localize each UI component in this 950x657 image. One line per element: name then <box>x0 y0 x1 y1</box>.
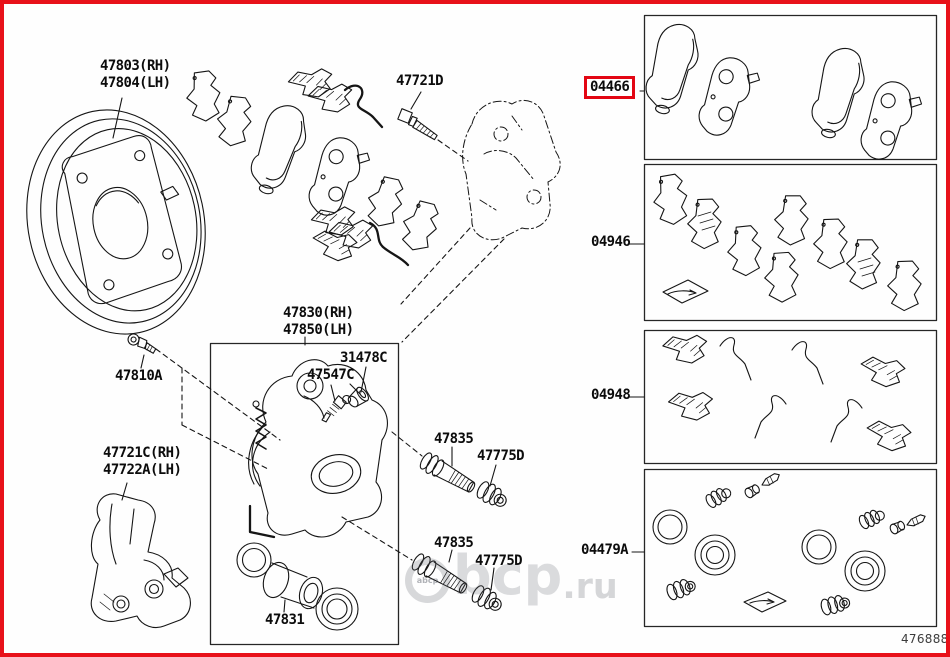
piston-drawing <box>262 561 324 610</box>
callout-cylinder-mounting[interactable]: 47721C(RH) 47722A(LH) <box>103 445 182 478</box>
shim-kit-box <box>643 163 938 322</box>
callout-bleeder-plug[interactable]: 47810A <box>115 368 163 384</box>
bleeder-cap-drawing <box>347 386 370 408</box>
dust-cover-drawing <box>26 109 206 335</box>
phantom-bracket-drawing <box>462 100 561 241</box>
callout-dust-cover[interactable]: 47803(RH) 47804(LH) <box>100 58 171 91</box>
slide-pin-lower-drawing <box>408 550 472 599</box>
shim-kit-contents <box>651 171 929 315</box>
pad-shim-cluster <box>183 65 449 267</box>
callout-dust-cover-rh: 47803(RH) <box>100 58 171 74</box>
cylinder-kit-contents <box>652 473 926 616</box>
pin-boot-upper-drawing <box>473 478 512 512</box>
bleeder-plug-drawing <box>127 333 157 354</box>
pin-boot-lower-drawing <box>468 582 507 616</box>
callout-slide-pin-lower[interactable]: 47835 <box>434 535 474 551</box>
diagram-artwork <box>26 14 938 646</box>
fitting-kit-contents <box>661 332 913 453</box>
mounting-bracket-drawing <box>90 493 191 629</box>
piston-seal-drawing <box>236 542 272 578</box>
slide-pin-upper-drawing <box>416 449 480 498</box>
caliper-body-drawing <box>248 359 388 539</box>
callout-pin-boot-upper[interactable]: 47775D <box>477 448 525 464</box>
bleeder-screw-drawing <box>321 394 352 423</box>
callout-piston[interactable]: 47831 <box>265 612 305 628</box>
callout-pin-boot-lower[interactable]: 47775D <box>475 553 523 569</box>
callout-slide-pin-upper[interactable]: 47835 <box>434 431 474 447</box>
drawing-number: 476888 <box>901 632 949 646</box>
callout-bracket-bolt[interactable]: 47721D <box>396 73 444 89</box>
callout-bleeder-screw[interactable]: 47547C <box>307 367 355 383</box>
construction-lines <box>155 139 505 561</box>
cylinder-boot-drawing <box>315 587 359 631</box>
callout-fitting-kit[interactable]: 04948 <box>591 387 631 403</box>
bracket-bolt-drawing <box>397 108 438 141</box>
pad-kit-box <box>643 14 938 161</box>
callout-bleeder-cap[interactable]: 31478C <box>340 350 388 366</box>
callout-cylinder-kit[interactable]: 04479A <box>581 542 629 558</box>
leader-lines <box>112 90 645 613</box>
callout-shim-kit[interactable]: 04946 <box>591 234 631 250</box>
callout-disc-brake-cylinder[interactable]: 47830(RH) 47850(LH) <box>283 305 354 338</box>
pad-kit-contents <box>640 19 926 168</box>
cylinder-kit-box <box>643 468 938 628</box>
fitting-kit-box <box>643 329 938 465</box>
callout-dust-cover-lh: 47804(LH) <box>100 74 171 91</box>
callout-pad-kit-highlighted[interactable]: 04466 <box>584 76 636 99</box>
